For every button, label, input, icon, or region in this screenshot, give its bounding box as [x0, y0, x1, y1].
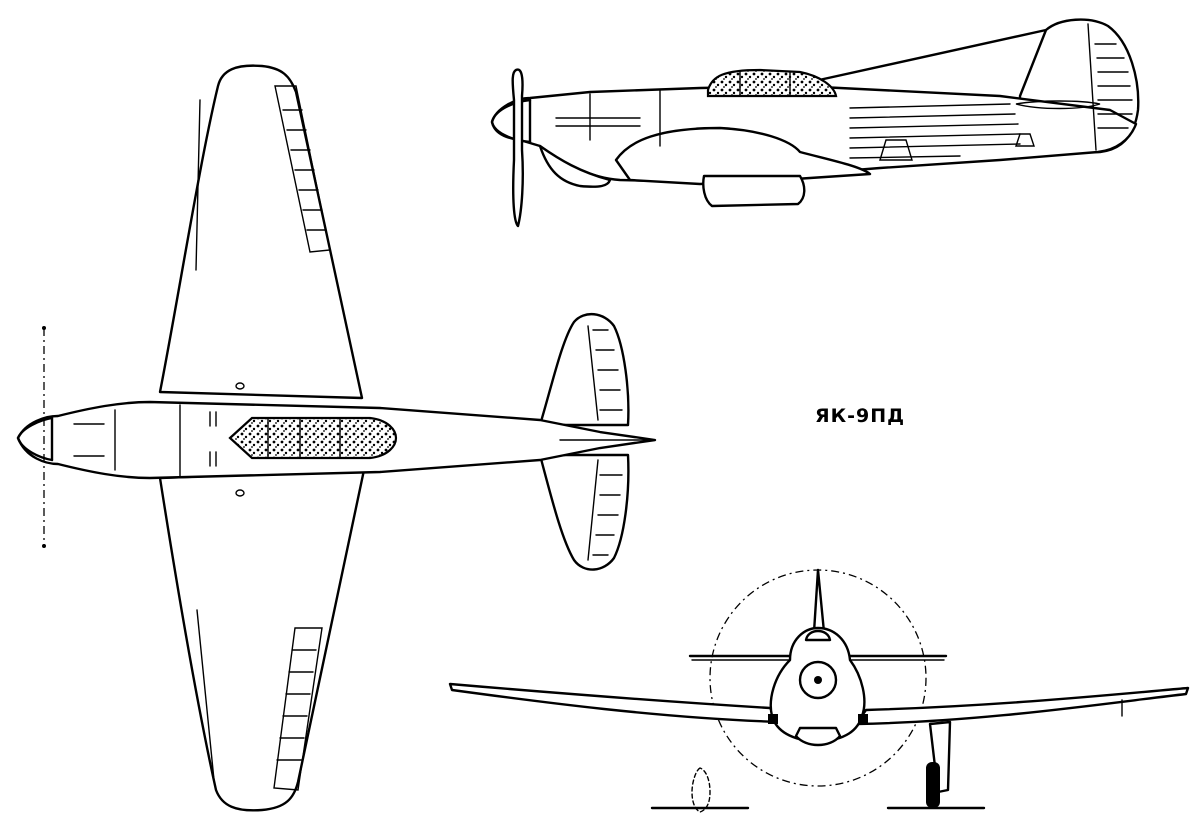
front-view-left-wing [450, 684, 780, 722]
top-view-upper-stabilizer [540, 314, 628, 425]
side-view-canopy [708, 70, 836, 96]
side-view-radiator [703, 176, 804, 206]
front-view-wheel [926, 762, 940, 808]
front-view-right-wing [856, 688, 1188, 724]
front-view [450, 570, 1188, 812]
top-view-upper-wing [160, 66, 362, 398]
side-view [492, 20, 1138, 226]
top-view-lower-wing [160, 470, 364, 810]
top-view-spinner [18, 418, 52, 460]
side-view-wing-root [616, 128, 870, 184]
top-view-canopy [230, 418, 396, 458]
aircraft-designation-label: ЯК-9ПД [815, 405, 906, 427]
top-view-lower-stabilizer [540, 455, 628, 570]
front-view-fin [814, 570, 824, 632]
top-view [18, 66, 655, 811]
side-view-propeller [513, 70, 523, 226]
